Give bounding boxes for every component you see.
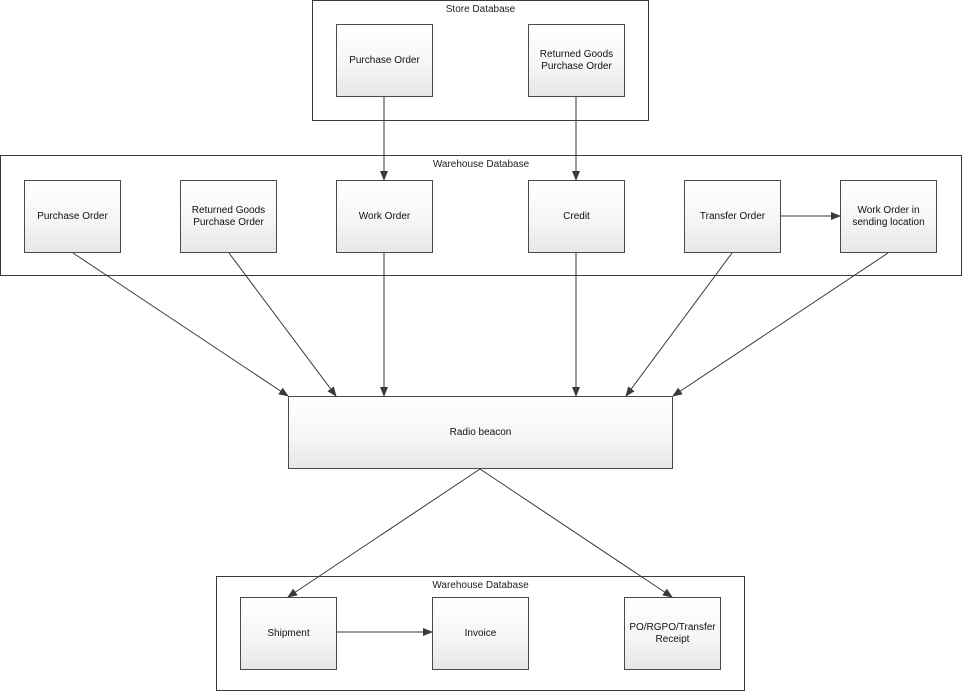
warehouse-database-top-container: Warehouse Database	[0, 155, 962, 276]
wh-work-order-sending-node[interactable]: Work Order in sending location	[840, 180, 937, 253]
wh-transfer-order-node[interactable]: Transfer Order	[684, 180, 781, 253]
store-purchase-order-node[interactable]: Purchase Order	[336, 24, 433, 97]
radio-beacon-node[interactable]: Radio beacon	[288, 396, 673, 469]
wh-purchase-order-node[interactable]: Purchase Order	[24, 180, 121, 253]
store-database-label: Store Database	[445, 4, 516, 15]
wh-work-order-node[interactable]: Work Order	[336, 180, 433, 253]
shipment-node[interactable]: Shipment	[240, 597, 337, 670]
warehouse-database-bottom-label: Warehouse Database	[432, 580, 529, 591]
receipt-node[interactable]: PO/RGPO/Transfer Receipt	[624, 597, 721, 670]
warehouse-database-top-label: Warehouse Database	[432, 159, 530, 170]
invoice-node[interactable]: Invoice	[432, 597, 529, 670]
wh-returned-goods-po-node[interactable]: Returned Goods Purchase Order	[180, 180, 277, 253]
wh-credit-node[interactable]: Credit	[528, 180, 625, 253]
store-returned-goods-po-node[interactable]: Returned Goods Purchase Order	[528, 24, 625, 97]
